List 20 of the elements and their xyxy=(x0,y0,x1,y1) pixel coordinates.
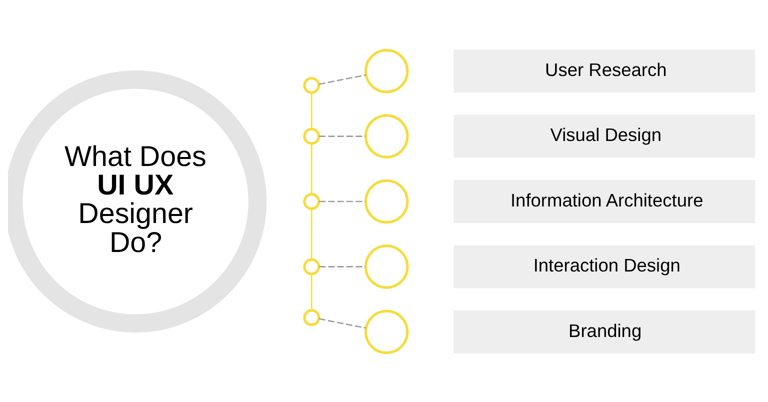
connector xyxy=(319,200,366,202)
node-circle xyxy=(303,308,320,326)
connector xyxy=(318,74,366,84)
node-circle xyxy=(364,244,409,288)
node-circle xyxy=(364,309,409,354)
connector xyxy=(310,143,312,194)
node-circle xyxy=(364,114,409,158)
node-circle xyxy=(364,178,409,224)
connector xyxy=(319,135,366,136)
node-circle: What Does UI UX Designer Do? xyxy=(8,70,267,332)
node-circle xyxy=(303,258,320,275)
connector xyxy=(310,208,312,259)
node-circle xyxy=(364,48,409,93)
connector xyxy=(310,92,312,128)
connector xyxy=(318,318,366,328)
connector xyxy=(310,274,312,310)
node-circle xyxy=(303,76,320,94)
node-circle xyxy=(303,127,320,144)
connector xyxy=(319,266,366,267)
node-circle xyxy=(303,192,320,210)
